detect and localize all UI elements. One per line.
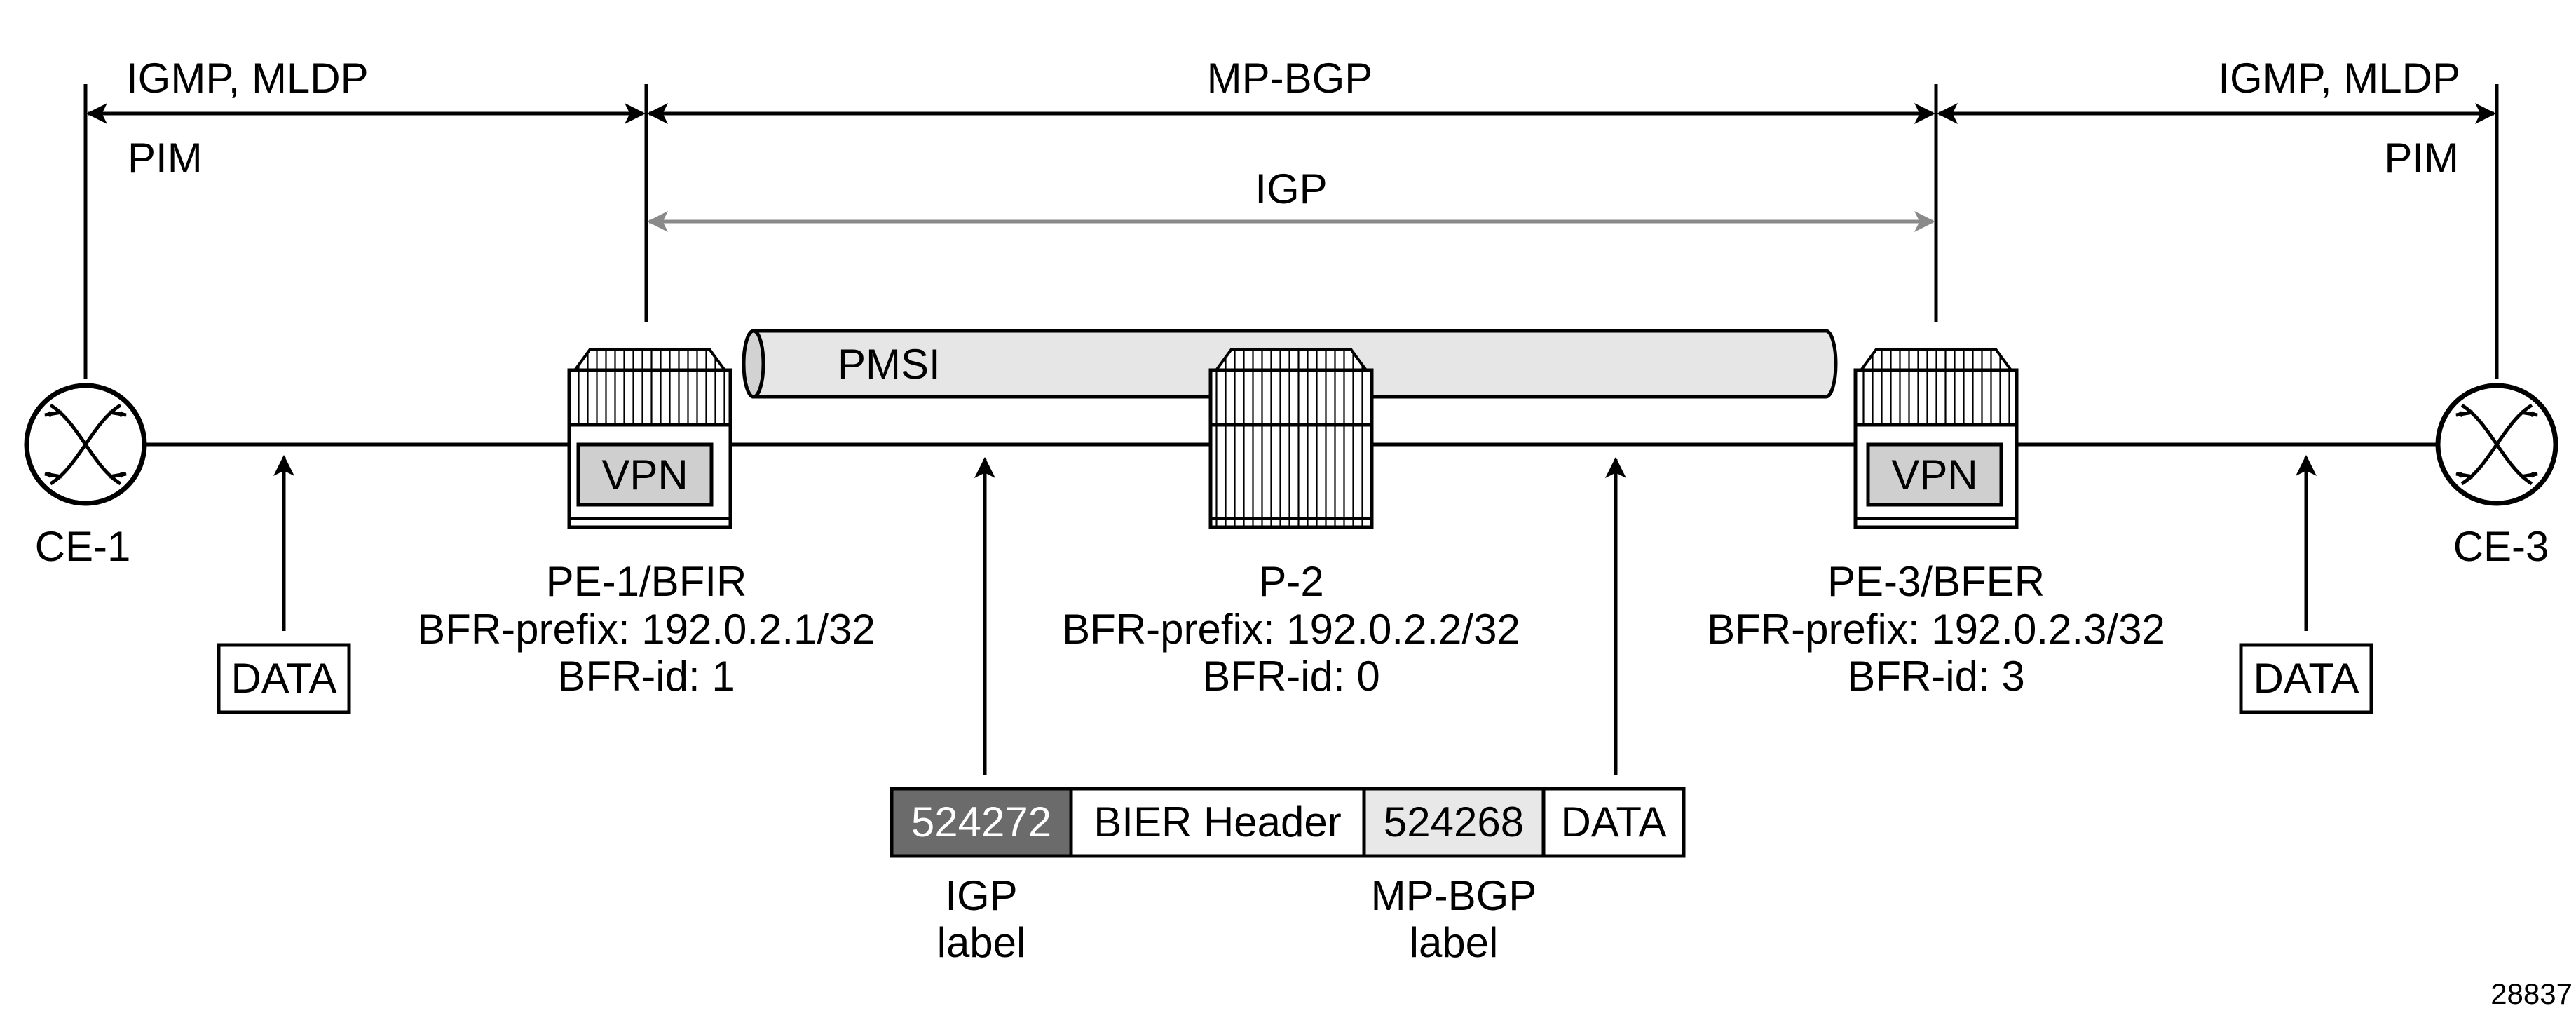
left-data-box [217,643,351,714]
pe1-id: BFR-id: 1 [557,653,735,700]
figure-number: 28837 [2490,977,2572,1010]
mpbgp-label: MP-BGP [1207,55,1373,102]
protocol-arrows: IGMP, MLDP PIM MP-BGP IGP IGMP, MLDP PIM [86,55,2496,232]
right-data-box [2239,643,2373,714]
pe1-router-upper [567,368,732,427]
right-data: DATA [2239,455,2373,714]
right-protocol-label-bottom: PIM [2384,135,2459,182]
packet-mpbgp-label-value: 524268 [1384,798,1524,845]
igp-label-caption-line1: IGP [945,872,1017,919]
pmsi-label: PMSI [838,341,941,388]
packet-data: DATA [1560,798,1666,845]
p2-router [1208,348,1374,529]
pe1-info: PE-1/BFIR BFR-prefix: 192.0.2.1/32 BFR-i… [417,558,875,700]
p2-router-lower [1208,423,1374,529]
pe3-vpn-box [1866,442,2003,507]
left-protocol-label-top: IGMP, MLDP [126,55,369,102]
right-protocol-label-top: IGMP, MLDP [2218,55,2460,102]
pe3-prefix: BFR-prefix: 192.0.2.3/32 [1707,606,2165,653]
pe3-router-upper [1853,368,2019,427]
packet-igp-label-value: 524272 [911,798,1051,845]
igp-label-caption-line2: label [937,919,1026,966]
pe1-vpn-box [576,442,714,507]
boundary-lines [83,84,2499,379]
pe3-router-top [1858,348,2014,372]
right-data-label: DATA [2253,655,2359,702]
packet-bier-header: BIER Header [1093,798,1342,845]
p2-router-top [1213,348,1369,372]
ce1-router-icon [24,383,147,506]
pe3-info: PE-3/BFER BFR-prefix: 192.0.2.3/32 BFR-i… [1707,558,2165,700]
packet-format: 524272 BIER Header 524268 DATA [890,787,1686,858]
pmsi-tunnel-end [742,329,765,399]
pe3-router: VPN [1853,348,2019,529]
pe1-name: PE-1/BFIR [546,558,747,605]
pe1-router: VPN [567,348,732,529]
packet-captions: IGP label MP-BGP label [937,872,1537,966]
mpbgp-label-caption-line1: MP-BGP [1371,872,1537,919]
left-protocol-label-bottom: PIM [128,135,203,182]
ce3-router-icon [2435,383,2558,506]
pe1-prefix: BFR-prefix: 192.0.2.1/32 [417,606,875,653]
ce3-label: CE-3 [2453,523,2549,570]
packet-data-cell [1541,787,1686,858]
p2-info: P-2 BFR-prefix: 192.0.2.2/32 BFR-id: 0 [1062,558,1520,700]
p2-id: BFR-id: 0 [1202,653,1379,700]
pe3-vpn-label: VPN [1891,451,1977,498]
igp-label: IGP [1255,165,1327,212]
p2-prefix: BFR-prefix: 192.0.2.2/32 [1062,606,1520,653]
pe3-name: PE-3/BFER [1827,558,2045,605]
left-data-label: DATA [231,655,336,702]
pe3-id: BFR-id: 3 [1847,653,2024,700]
ce1-label: CE-1 [35,523,131,570]
left-data: DATA [217,455,351,714]
pe1-vpn-label: VPN [601,451,688,498]
mpbgp-label-caption-line2: label [1410,919,1499,966]
p2-name: P-2 [1258,558,1323,605]
p2-router-upper [1208,368,1374,427]
pe1-router-top [572,348,728,372]
